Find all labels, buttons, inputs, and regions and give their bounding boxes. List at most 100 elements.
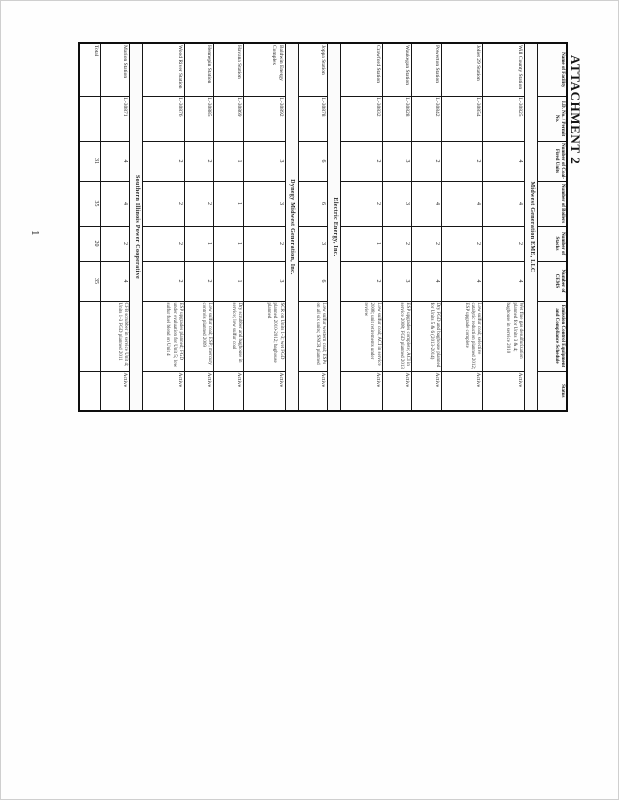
table-cell: L-30878 — [298, 96, 328, 141]
table-cell: Low sulfur coal; ESP; mercury controls p… — [184, 301, 214, 371]
table-cell: Powerton Station — [411, 43, 442, 96]
table-cell: L-30869 — [213, 96, 244, 141]
table-cell: 35 — [79, 181, 101, 226]
table-cell: 1 — [213, 141, 244, 181]
table-cell: 4 — [482, 261, 525, 301]
table-cell: L-30828 — [382, 96, 412, 141]
table-cell: ESP upgrades complete; ACI in service 20… — [382, 301, 412, 371]
table-cell: 3 — [243, 181, 286, 226]
table-cell: 3 — [298, 226, 328, 261]
table-cell: Active — [482, 371, 525, 411]
table-cell: 2 — [100, 226, 130, 261]
table-cell: 2 — [382, 226, 412, 261]
table-cell — [79, 96, 101, 141]
table-cell: L-30871 — [100, 96, 130, 141]
table-cell: 2 — [142, 226, 185, 261]
table-cell: 4 — [482, 181, 525, 226]
table-cell: Dry scrubber and baghouse in service; lo… — [213, 301, 244, 371]
table-cell: 2 — [142, 141, 185, 181]
table-cell: Active — [441, 371, 483, 411]
table-cell: 1 — [213, 181, 244, 226]
table-cell: 3 — [382, 261, 412, 301]
table-cell: 3 — [382, 181, 412, 226]
table-cell: 2 — [142, 181, 185, 226]
table-cell: 2 — [184, 181, 214, 226]
table-cell: 1 — [340, 226, 383, 261]
table-cell: Marion Station — [100, 43, 130, 96]
column-header: Number of Coal-Fired Units — [537, 141, 567, 181]
table-cell: CFB scrubber in service Unit 4; Units 1-… — [100, 301, 130, 371]
table-cell: Wood River Station — [142, 43, 185, 96]
table-cell: L-30842 — [411, 96, 442, 141]
table-cell: 2 — [142, 261, 185, 301]
page-number: 1 — [29, 230, 41, 236]
table-cell: 4 — [100, 261, 130, 301]
table-cell: 4 — [411, 181, 442, 226]
table-cell: Low sulfur western coal; ESPs on all six… — [298, 301, 328, 371]
column-header: Number of CEMS — [537, 261, 567, 301]
table-cell: 6 — [298, 261, 328, 301]
table-cell: Hennepin Station — [184, 43, 214, 96]
table-cell: 4 — [411, 261, 442, 301]
column-header: Number of Stacks — [537, 226, 567, 261]
table-cell: 2 — [340, 141, 383, 181]
table-cell — [79, 371, 101, 411]
table-cell: Active — [213, 371, 244, 411]
section-label: Dynegy Midwest Generation, Inc. — [285, 43, 299, 411]
table-cell: Crawford Station — [340, 43, 383, 96]
table-cell: L-30876 — [142, 96, 185, 141]
table-cell: Low sulfur coal; ACI in service 2008; un… — [340, 301, 383, 371]
table-cell: 1 — [184, 226, 214, 261]
table-cell: 20 — [79, 226, 101, 261]
table-cell: 2 — [441, 141, 483, 181]
table-cell: 2 — [243, 226, 286, 261]
table-cell: Joliet 29 Station — [441, 43, 483, 96]
table-cell: 2 — [411, 226, 442, 261]
table-cell: Active — [411, 371, 442, 411]
table-cell — [79, 301, 101, 371]
table-cell: Active — [184, 371, 214, 411]
section-label: Southern Illinois Power Cooperative — [129, 43, 143, 411]
column-header: Number of Boilers — [537, 181, 567, 226]
section-label: Electric Energy, Inc. — [327, 43, 341, 411]
table-cell: 4 — [100, 181, 130, 226]
table-cell: 35 — [79, 261, 101, 301]
column-header: I.D. No. / Permit No. — [537, 96, 567, 141]
table-cell: L-30832 — [340, 96, 383, 141]
table-cell: 4 — [441, 261, 483, 301]
column-header: Emission Control Equipment and Complianc… — [537, 301, 567, 371]
table-cell: 4 — [441, 181, 483, 226]
table-cell: 2 — [441, 226, 483, 261]
table-cell: SCR on Units 1-3; wet FGD planned 2010-2… — [243, 301, 286, 371]
table-cell: 1 — [213, 261, 244, 301]
table-cell: Waukegan Station — [382, 43, 412, 96]
table-cell: L-30892 — [243, 96, 286, 141]
table-cell: 2 — [411, 141, 442, 181]
table-cell: 6 — [298, 181, 328, 226]
table-cell: Low sulfur coal; selective catalytic red… — [441, 301, 483, 371]
table-cell: 4 — [100, 141, 130, 181]
table-cell: 3 — [243, 141, 286, 181]
table-cell: L-30825 — [482, 96, 525, 141]
column-header: Name of Facility — [537, 43, 567, 96]
table-cell: Havana Station — [213, 43, 244, 96]
table-cell: Active — [298, 371, 328, 411]
table-cell: 3 — [243, 261, 286, 301]
document-title: ATTACHMENT 2 — [568, 55, 583, 165]
table-cell: Will County Station — [482, 43, 525, 96]
table-cell: 2 — [184, 261, 214, 301]
table-cell: ESP upgrades planned; FGD under evaluati… — [142, 301, 185, 371]
section-row: Electric Energy, Inc. — [327, 43, 341, 411]
table-cell: Active — [382, 371, 412, 411]
section-label: Midwest Generation EME, LLC — [524, 43, 538, 411]
table-cell: L-30885 — [184, 96, 214, 141]
